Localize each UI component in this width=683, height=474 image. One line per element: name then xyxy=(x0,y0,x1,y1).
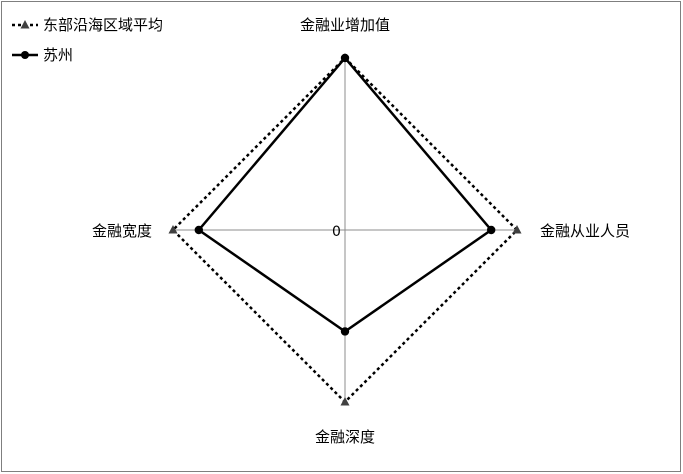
legend-label-1: 苏州 xyxy=(43,46,73,64)
legend-label-0: 东部沿海区域平均 xyxy=(43,16,163,34)
axis-label-0: 金融业增加值 xyxy=(300,16,390,34)
series-1-point-0 xyxy=(340,53,350,63)
series-0-point-3 xyxy=(168,225,178,234)
legend-marker-1 xyxy=(21,51,29,59)
axis-label-3: 金融宽度 xyxy=(92,222,152,240)
center-label: 0 xyxy=(332,224,341,240)
series-1-point-1 xyxy=(487,225,496,235)
series-0-point-2 xyxy=(340,397,350,406)
series-0-point-1 xyxy=(512,225,522,234)
series-layer xyxy=(168,53,522,406)
series-1-point-3 xyxy=(194,225,203,235)
legend-marker-0 xyxy=(20,20,30,29)
axis-label-1: 金融从业人员 xyxy=(540,222,630,240)
axes-layer xyxy=(173,58,517,402)
series-1-point-2 xyxy=(340,327,350,336)
axis-label-2: 金融深度 xyxy=(315,428,375,446)
